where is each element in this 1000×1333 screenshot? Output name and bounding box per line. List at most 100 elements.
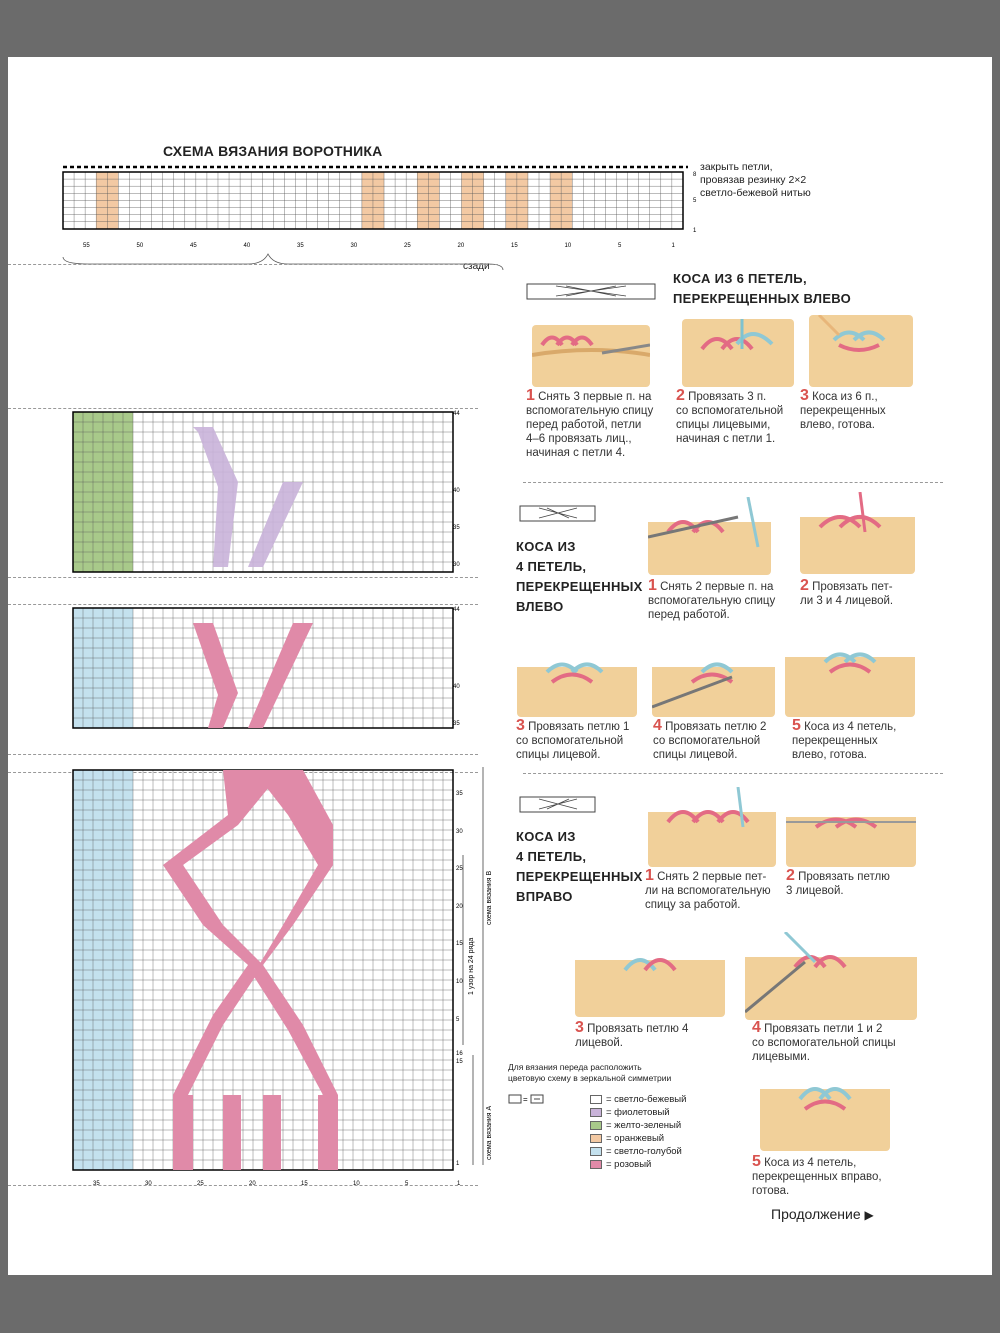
cable4l-step3-photo (517, 647, 637, 717)
collar-x-tick: 1 (672, 243, 676, 249)
chart1-row-44: 44 (453, 411, 460, 417)
chart-2: 44 40 35 (72, 607, 460, 729)
collar-note-line-3: светло-бежевой нитью (700, 187, 811, 199)
cable4l-step4-photo (652, 647, 775, 717)
collar-x-tick: 15 (511, 243, 518, 249)
chart3-x-tick: 10 (353, 1181, 360, 1187)
cable6-step1-photo (532, 325, 650, 387)
divider-cable6 (523, 482, 943, 483)
legend-intro-1: Для вязания переда расположить (508, 1062, 642, 1072)
legend-item-beige: = светло-бежевый (590, 1093, 686, 1106)
chart3-row-tick: 10 (456, 979, 463, 985)
chart3-row-tick: 30 (456, 829, 463, 835)
cable4l-title-3: ПЕРЕКРЕЩЕННЫХ (516, 579, 643, 594)
cable4r-step-5: 5 Коса из 4 петель,перекрещенных вправо,… (752, 1153, 882, 1198)
cable4r-step4-photo (745, 932, 917, 1020)
continue-link[interactable]: Продолжение ▶ (771, 1206, 874, 1222)
chart2-row-44: 44 (453, 607, 460, 613)
collar-row-8: 8 (693, 172, 697, 178)
legend-symbol: = (508, 1094, 544, 1104)
collar-row-1: 1 (693, 228, 697, 234)
cable4l-step-2: 2 Провязать пет-ли 3 и 4 лицевой. (800, 577, 894, 608)
chart-1: 44 40 35 30 (72, 411, 460, 573)
divider-chart1-top (8, 408, 478, 409)
chart3-row-tick-mid: 15 (456, 1059, 463, 1065)
play-arrow-icon: ▶ (864, 1208, 874, 1222)
collar-x-tick: 50 (137, 243, 144, 249)
chart3-row-tick: 20 (456, 904, 463, 910)
collar-note-line-1: закрыть петли, (700, 161, 773, 173)
chart3-x-tick: 35 (93, 1181, 100, 1187)
legend-list: = светло-бежевый = фиолетовый = желто-зе… (590, 1093, 686, 1171)
cable4l-step2-photo (800, 492, 915, 574)
collar-x-tick: 25 (404, 243, 411, 249)
chart3-row-tick: 35 (456, 791, 463, 797)
chart1-row-35: 35 (453, 525, 460, 531)
legend-item-violet: = фиолетовый (590, 1106, 686, 1119)
chart3-x-tick: 15 (301, 1181, 308, 1187)
collar-x-tick: 40 (244, 243, 251, 249)
collar-x-tick: 20 (458, 243, 465, 249)
divider-chart2-bottom (8, 754, 478, 755)
chart1-row-30: 30 (453, 562, 460, 568)
chart3-row-tick-mid: 16 (456, 1051, 463, 1057)
cable4l-step5-photo (785, 637, 915, 717)
collar-row-5: 5 (693, 198, 697, 204)
chart2-row-40: 40 (453, 684, 460, 690)
svg-text:=: = (523, 1095, 528, 1104)
collar-x-tick: 5 (618, 243, 622, 249)
divider-chart2-top (8, 604, 478, 605)
collar-note-line-2: провязав резинку 2×2 (700, 174, 807, 186)
collar-x-tick: 10 (565, 243, 572, 249)
cable4r-step3-photo (575, 935, 725, 1017)
chart3-x-tick: 25 (197, 1181, 204, 1187)
cable4r-title-4: ВПРАВО (516, 889, 573, 904)
cable4l-step1-photo (648, 497, 771, 575)
cable4r-title: КОСА ИЗ 4 ПЕТЕЛЬ, ПЕРЕКРЕЩЕННЫХ ВПРАВО (516, 827, 643, 907)
chart3-x-tick: 30 (145, 1181, 152, 1187)
scheme-b-label: схема вязания B (486, 870, 493, 925)
collar-x-tick: 35 (297, 243, 304, 249)
chart3-row-tick: 25 (456, 866, 463, 872)
cable6-step2-photo (682, 319, 794, 387)
collar-note: закрыть петли, провязав резинку 2×2 свет… (700, 161, 811, 200)
chart3-row-tick: 1 (456, 1161, 460, 1167)
cable6-title: КОСА ИЗ 6 ПЕТЕЛЬ, ПЕРЕКРЕЩЕННЫХ ВЛЕВО (673, 269, 851, 309)
collar-x-tick: 55 (83, 243, 90, 249)
repeat-label: 1 узор на 24 ряда (468, 938, 475, 995)
divider-chart1-bottom (8, 577, 478, 578)
legend-intro-2: цветовую схему в зеркальной симметрии (508, 1073, 672, 1083)
cable6-step3-photo (809, 315, 913, 387)
legend-item-orange: = оранжевый (590, 1132, 686, 1145)
legend-item-pink: = розовый (590, 1158, 686, 1171)
chart2-row-35: 35 (453, 721, 460, 727)
collar-x-tick: 30 (351, 243, 358, 249)
cable6-symbol (526, 283, 656, 300)
cable4r-step5-photo (760, 1069, 890, 1151)
divider-cable4l (523, 773, 943, 774)
divider-back (8, 264, 498, 265)
scheme-a-label: схема вязания A (486, 1105, 493, 1160)
cable4r-title-3: ПЕРЕКРЕЩЕННЫХ (516, 869, 643, 884)
cable4l-symbol (519, 505, 596, 522)
chart3-x-tick: 1 (457, 1181, 461, 1187)
back-label: сзади (463, 261, 490, 272)
cable4l-title-2: 4 ПЕТЕЛЬ, (516, 559, 587, 574)
legend-item-lightblue: = светло-голубой (590, 1145, 686, 1158)
cable4l-title-4: ВЛЕВО (516, 599, 564, 614)
chart3-row-tick: 5 (456, 1017, 460, 1023)
chart3-x-tick: 20 (249, 1181, 256, 1187)
chart3-row-tick: 15 (456, 941, 463, 947)
chart1-row-40: 40 (453, 488, 460, 494)
divider-chart3-bottom (8, 1185, 478, 1186)
legend-item-yellowgreen: = желто-зеленый (590, 1119, 686, 1132)
